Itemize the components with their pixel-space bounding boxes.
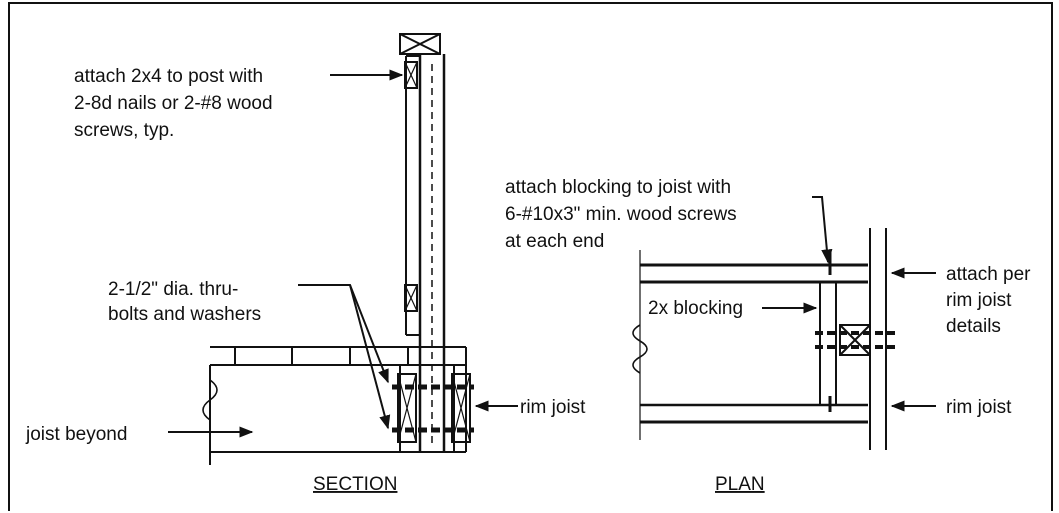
plan-post-icon xyxy=(815,324,896,356)
thru-bolts-note: 2-1/2" dia. thru- bolts and washers xyxy=(108,279,261,325)
joist-beyond xyxy=(202,365,466,465)
deck-boards xyxy=(210,346,467,366)
section-labels: attach 2x4 to post with 2-8d nails or 2-… xyxy=(25,66,586,495)
rim-joist-plan-label: rim joist xyxy=(946,397,1012,418)
2x4-strip xyxy=(404,55,420,336)
post-cap-icon xyxy=(399,33,441,55)
section-leaders xyxy=(168,69,518,438)
attach-2x4-note: attach 2x4 to post with 2-8d nails or 2-… xyxy=(74,66,278,141)
plan-view xyxy=(632,228,896,450)
section-title: SECTION xyxy=(313,474,397,495)
thru-bolts xyxy=(392,384,474,433)
joist-beyond-label: joist beyond xyxy=(25,424,127,445)
drawing-frame xyxy=(8,2,1053,511)
thru-bolts-leader-b xyxy=(349,284,391,430)
plan-rim-joist xyxy=(869,228,887,450)
rim-joist-section-label: rim joist xyxy=(520,397,586,418)
section-view xyxy=(202,33,474,465)
rim-joist-section xyxy=(397,365,471,452)
plan-labels: attach blocking to joist with 6-#10x3" m… xyxy=(505,177,1036,495)
blocking-2x-label: 2x blocking xyxy=(648,298,743,319)
plan-joists xyxy=(632,250,868,440)
thru-bolts-leader-a xyxy=(298,284,389,384)
attach-per-note: attach per rim joist details xyxy=(946,264,1036,337)
plan-leaders xyxy=(762,196,936,412)
attach-blocking-note: attach blocking to joist with 6-#10x3" m… xyxy=(505,177,742,252)
attach-blocking-leader xyxy=(812,196,833,264)
plan-title: PLAN xyxy=(715,474,765,495)
post xyxy=(418,54,446,452)
